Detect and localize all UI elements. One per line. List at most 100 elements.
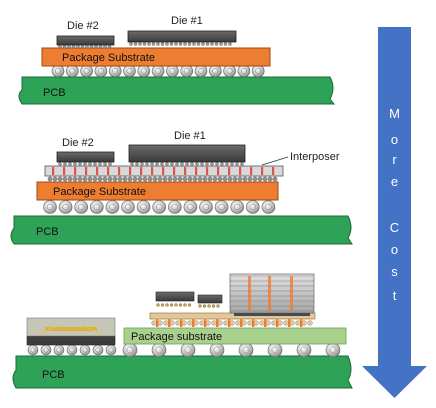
- bottom-package-substrate: [123, 327, 347, 345]
- interposer-via: [250, 167, 253, 175]
- interposer-via: [63, 167, 66, 175]
- micro-bump: [197, 176, 203, 182]
- arrow-letter: o: [391, 132, 398, 147]
- tsv-pillar: [156, 319, 159, 327]
- bottom-pcb-label: PCB: [42, 369, 65, 381]
- top-solder-balls: [51, 64, 265, 78]
- middle-pcb-label: PCB: [36, 226, 59, 238]
- micro-bump: [187, 303, 192, 307]
- solder-ball: [105, 344, 117, 356]
- solder-ball: [58, 200, 73, 214]
- solder-ball-ring: [140, 203, 147, 211]
- micro-bump: [132, 176, 138, 182]
- solder-ball: [183, 200, 198, 214]
- solder-ball-ring: [300, 346, 308, 354]
- micro-bump: [190, 162, 194, 166]
- solder-ball: [209, 64, 222, 78]
- micro-bump: [240, 162, 244, 166]
- micro-bump: [107, 176, 113, 182]
- solder-ball: [51, 64, 65, 78]
- solder-ball: [152, 200, 166, 214]
- solder-ball: [166, 64, 179, 78]
- solder-ball: [94, 64, 108, 78]
- middle-micro-bumps: [58, 162, 244, 166]
- interposer-via: [184, 167, 187, 175]
- micro-bump: [103, 162, 107, 166]
- solder-ball: [151, 64, 165, 78]
- micro-bump: [137, 176, 143, 182]
- micro-bump: [259, 320, 265, 326]
- micro-bump: [151, 42, 156, 46]
- small-package: [26, 317, 117, 356]
- interposer-via: [96, 167, 99, 175]
- solder-ball-ring: [156, 203, 163, 211]
- middle-package-substrate: [36, 181, 279, 201]
- micro-bump: [216, 304, 220, 308]
- micro-bump: [242, 176, 248, 182]
- solder-ball-ring: [93, 203, 100, 211]
- solder-ball-ring: [240, 68, 247, 74]
- micro-bump: [77, 176, 83, 182]
- micro-bump: [232, 176, 238, 182]
- micro-bump: [237, 176, 243, 182]
- interposer-via: [217, 167, 220, 175]
- micro-bump: [283, 320, 289, 326]
- micro-bump: [307, 320, 313, 326]
- solder-ball: [27, 344, 39, 356]
- arrow-letter: s: [391, 264, 398, 279]
- micro-bump: [272, 176, 278, 182]
- middle-die-1: [128, 144, 246, 163]
- micro-bump: [133, 42, 138, 46]
- micro-bump: [219, 42, 223, 46]
- solder-ball: [194, 64, 208, 78]
- solder-ball: [40, 344, 52, 356]
- micro-bump: [93, 162, 97, 166]
- small-package-die: [45, 327, 97, 331]
- solder-ball-ring: [56, 347, 62, 353]
- top-package-substrate: [41, 47, 271, 67]
- micro-bump: [183, 303, 187, 307]
- hbm-base-die: [234, 313, 310, 316]
- solder-ball: [168, 200, 182, 214]
- solder-ball: [66, 64, 79, 78]
- solder-ball-ring: [169, 68, 176, 74]
- solder-ball-ring: [226, 68, 233, 74]
- micro-bump: [195, 162, 199, 166]
- micro-bump: [201, 42, 205, 46]
- solder-ball-ring: [95, 347, 101, 353]
- solder-ball: [137, 64, 151, 78]
- solder-ball-ring: [124, 203, 132, 211]
- micro-bump: [200, 162, 204, 166]
- micro-bump: [202, 176, 208, 182]
- micro-bump: [129, 42, 133, 46]
- micro-bump: [152, 176, 158, 182]
- micro-bump: [145, 162, 149, 166]
- micro-bump: [222, 176, 228, 182]
- solder-ball-ring: [187, 203, 194, 211]
- solder-ball-ring: [198, 68, 204, 74]
- solder-ball: [223, 64, 236, 78]
- middle-pcb: [10, 215, 353, 245]
- micro-bump: [47, 176, 53, 182]
- tsv-pillar: [204, 319, 207, 327]
- bottom-die-bumps: [156, 303, 220, 308]
- top-pcb-label: PCB: [43, 87, 66, 99]
- arrow-letter: o: [391, 242, 398, 257]
- hbm-tsv: [248, 276, 251, 311]
- micro-bump: [169, 42, 174, 46]
- middle-solder-balls: [43, 200, 276, 214]
- solder-ball: [180, 64, 193, 78]
- micro-bump: [67, 176, 73, 182]
- arrow-letter: t: [393, 288, 397, 303]
- solder-ball: [251, 64, 265, 78]
- tsv-pillar: [168, 319, 171, 327]
- micro-bump: [117, 176, 123, 182]
- solder-ball: [238, 342, 254, 358]
- solder-ball: [237, 64, 251, 78]
- solder-ball-ring: [242, 346, 250, 354]
- micro-bump: [199, 320, 205, 326]
- micro-bump: [156, 42, 160, 46]
- micro-bump: [207, 176, 213, 182]
- micro-bump: [68, 162, 72, 166]
